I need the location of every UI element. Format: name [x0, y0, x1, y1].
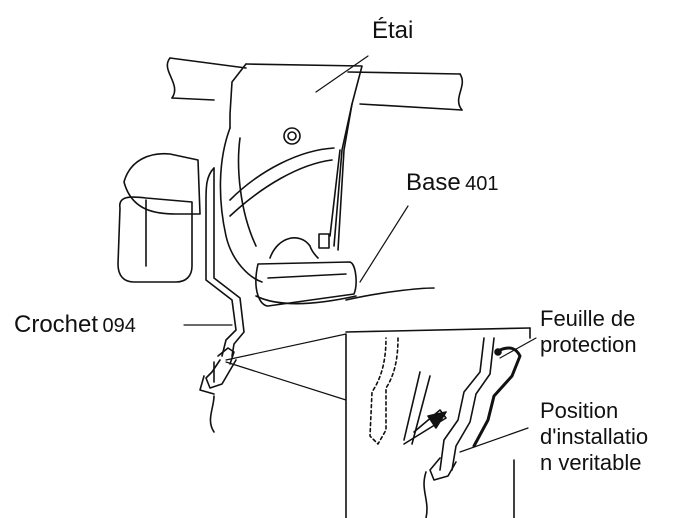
detail-inset [345, 327, 531, 518]
label-crochet-number: 094 [102, 315, 136, 337]
label-crochet-group: Crochet 094 [14, 311, 136, 338]
base-mount [255, 237, 435, 307]
label-feuille-line2: protection [540, 332, 637, 357]
label-base-group: Base 401 [406, 169, 499, 196]
side-block [117, 152, 201, 283]
leader-lines [183, 55, 537, 453]
label-position-line2: d'installatio [540, 424, 649, 449]
frame-bar [166, 57, 464, 111]
label-position-line1: Position [540, 398, 619, 423]
stay-plate [219, 63, 363, 283]
label-position-line3: n veritable [540, 450, 642, 475]
label-feuille-group: Feuille de protection [540, 306, 637, 358]
label-feuille-line1: Feuille de [540, 306, 636, 331]
label-base: Base [406, 169, 461, 196]
label-crochet: Crochet [14, 311, 99, 338]
label-position-group: Position d'installatio n veritable [540, 398, 648, 476]
hook-rod [199, 167, 245, 433]
label-etai: Étai [372, 17, 414, 44]
label-base-number: 401 [465, 173, 499, 195]
